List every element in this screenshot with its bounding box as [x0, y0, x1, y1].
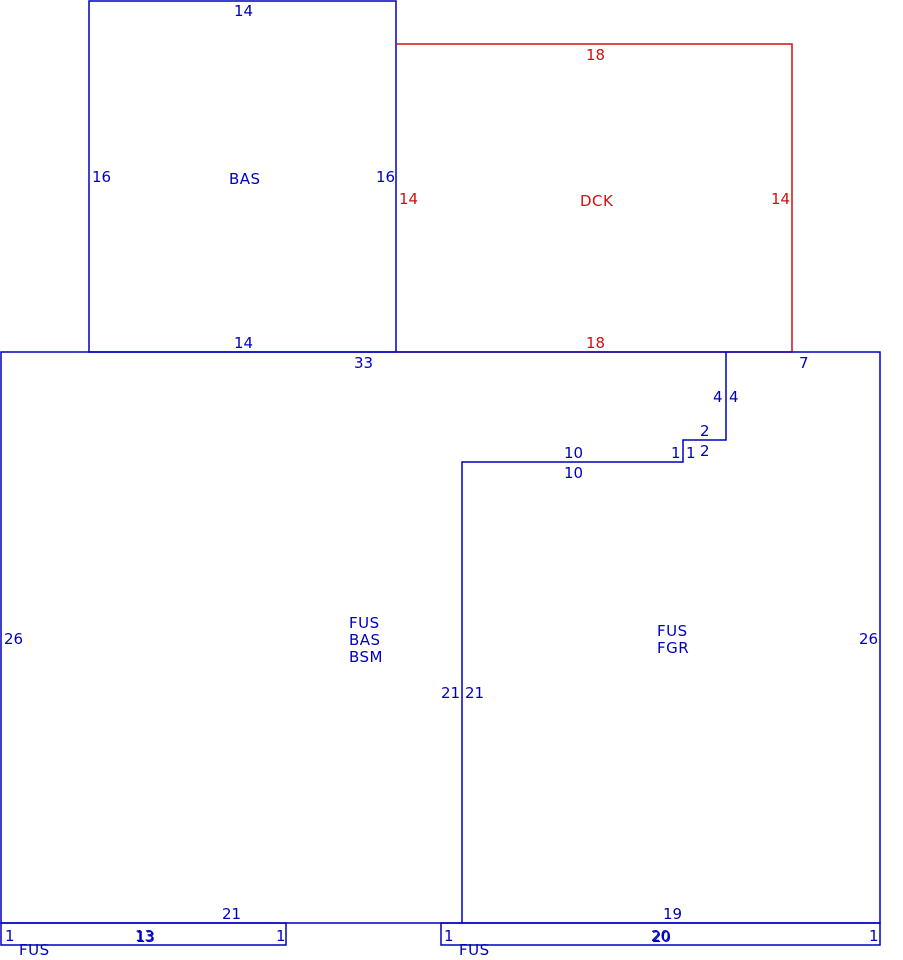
dim-main-left: 26: [4, 630, 23, 648]
area-label-stoop-right: FUS: [459, 941, 490, 959]
area-label-dck: DCK: [580, 192, 614, 210]
dim-bas-top: 14: [234, 2, 253, 20]
area-label-bsm-left: BSM: [349, 648, 383, 666]
dim-main-bottom-left: 21: [222, 905, 241, 923]
dim-stoop-right-left: 1: [444, 927, 454, 945]
dim-dck-bottom: 18: [586, 334, 605, 352]
garage-divider-line: [461, 352, 727, 923]
dim-step-b-bottom: 2: [700, 442, 710, 460]
area-label-bas-left: BAS: [349, 631, 381, 649]
dim-step-c-left: 1: [671, 444, 681, 462]
dim-stoop-right-right: 1: [869, 927, 879, 945]
dim-ledge-top: 10: [564, 444, 583, 462]
main-outline: [0, 351, 881, 924]
dim-stoop-left-top: 13: [135, 927, 154, 945]
dim-divider-right: 21: [465, 684, 484, 702]
dim-stoop-left-left: 1: [5, 927, 15, 945]
area-label-stoop-left: FUS: [19, 941, 50, 959]
dim-bas-bottom: 14: [234, 334, 253, 352]
area-label-fus-right: FUS: [657, 622, 688, 640]
dim-dck-right: 14: [771, 190, 790, 208]
dim-stoop-left-right: 1: [276, 927, 286, 945]
dim-bas-left: 16: [92, 168, 111, 186]
dim-step-a-right: 4: [729, 388, 739, 406]
dim-bas-right: 16: [376, 168, 395, 186]
dim-main-top-right: 7: [799, 354, 809, 372]
dim-step-a-left: 4: [713, 388, 723, 406]
dim-dck-top: 18: [586, 46, 605, 64]
area-label-fus-left: FUS: [349, 614, 380, 632]
dim-step-b-top: 2: [700, 422, 710, 440]
area-label-bas: BAS: [229, 170, 261, 188]
stoop-left-outline: [0, 922, 287, 946]
dim-dck-left: 14: [399, 190, 418, 208]
dim-stoop-right-bottom: 20: [652, 928, 671, 946]
dim-divider-left: 21: [441, 684, 460, 702]
dim-stoop-left-bottom: 13: [136, 928, 155, 946]
area-label-fgr-right: FGR: [657, 639, 689, 657]
dim-ledge-bottom: 10: [564, 464, 583, 482]
stoop-right-outline: [440, 922, 881, 946]
dim-main-top: 33: [354, 354, 373, 372]
dim-step-c-right: 1: [686, 444, 696, 462]
dim-stoop-right-top: 20: [651, 927, 670, 945]
dim-main-right: 26: [859, 630, 878, 648]
dim-main-bottom-right: 19: [663, 905, 682, 923]
